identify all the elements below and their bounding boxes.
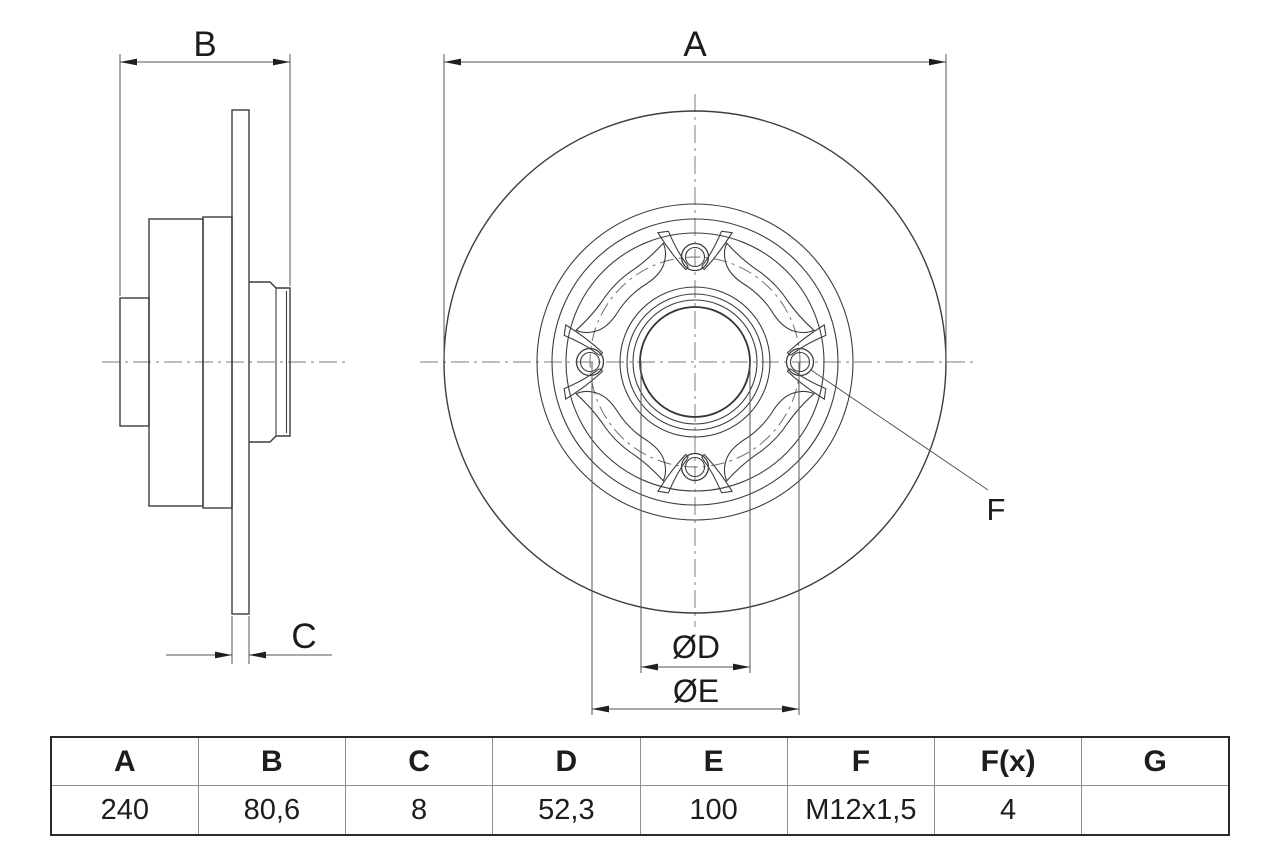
spec-value-f: M12x1,5 bbox=[786, 785, 936, 836]
pilot-ring-1 bbox=[619, 286, 771, 438]
dimension-e: ØE bbox=[591, 362, 800, 715]
spec-header-fx: F(x) bbox=[933, 736, 1083, 786]
arrowhead bbox=[929, 58, 946, 66]
front-view bbox=[420, 94, 978, 627]
dim-label-e: ØE bbox=[673, 673, 719, 709]
dim-label-c: C bbox=[291, 617, 316, 656]
spec-value-fx: 4 bbox=[933, 785, 1083, 836]
spec-header-e: E bbox=[639, 736, 788, 786]
spec-value-e: 100 bbox=[639, 785, 788, 836]
leader-f: F bbox=[810, 369, 1006, 527]
hub-circle-outer bbox=[536, 203, 854, 521]
spec-header-d: D bbox=[492, 736, 641, 786]
arrowhead bbox=[641, 663, 658, 671]
spec-value-b: 80,6 bbox=[197, 785, 347, 836]
dimension-d: ØD bbox=[640, 362, 751, 673]
bolt-circle bbox=[589, 256, 801, 468]
dimension-spec-table: A B C D E F F(x) G 240 80,6 8 52,3 100 M… bbox=[50, 736, 1230, 836]
arrowhead bbox=[782, 705, 799, 713]
dim-label-f: F bbox=[987, 492, 1006, 527]
spec-header-b: B bbox=[197, 736, 347, 786]
spec-value-d: 52,3 bbox=[492, 785, 641, 836]
dimension-c: C bbox=[166, 616, 332, 664]
hub-circle-mid bbox=[551, 218, 839, 506]
spec-value-a: 240 bbox=[50, 785, 199, 836]
dimension-a: A bbox=[443, 25, 947, 362]
arrowhead bbox=[592, 705, 609, 713]
spec-value-c: 8 bbox=[344, 785, 494, 836]
hub-circle-inner bbox=[565, 232, 825, 492]
arrowhead bbox=[120, 58, 137, 66]
dimension-b: B bbox=[119, 25, 291, 296]
arrowhead bbox=[733, 663, 750, 671]
dim-label-b: B bbox=[193, 25, 216, 64]
disc-plate bbox=[231, 109, 250, 615]
dim-label-a: A bbox=[683, 25, 707, 64]
arrowhead bbox=[444, 58, 461, 66]
dim-label-d: ØD bbox=[672, 629, 720, 665]
pilot-ring-3 bbox=[632, 299, 758, 425]
pilot-ring-2 bbox=[626, 293, 764, 431]
arrowhead bbox=[273, 58, 290, 66]
spec-table-value-row: 240 80,6 8 52,3 100 M12x1,5 4 bbox=[50, 785, 1230, 836]
spec-header-f: F bbox=[786, 736, 936, 786]
arrowhead bbox=[249, 651, 266, 659]
spec-header-g: G bbox=[1081, 736, 1230, 786]
spec-header-c: C bbox=[344, 736, 494, 786]
spec-value-g bbox=[1081, 785, 1230, 836]
wheel-pilot bbox=[249, 281, 291, 443]
spec-header-a: A bbox=[50, 736, 199, 786]
side-view bbox=[102, 109, 350, 615]
spec-table-header-row: A B C D E F F(x) G bbox=[50, 736, 1230, 786]
arrowhead bbox=[215, 651, 232, 659]
